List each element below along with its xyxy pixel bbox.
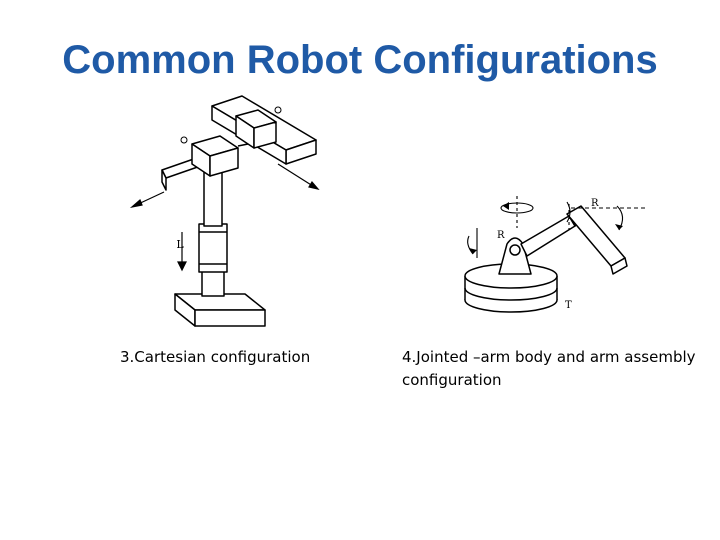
caption-jointed-arm: 4.Jointed –arm body and arm assembly con… bbox=[402, 346, 696, 392]
caption-jointed-arm-line1: 4.Jointed –arm body and arm assembly bbox=[402, 348, 696, 366]
twist-label: T bbox=[565, 300, 572, 311]
jointed-arm-robot-diagram: R R T bbox=[464, 196, 645, 313]
cartesian-robot-diagram: L bbox=[129, 95, 320, 327]
caption-cartesian: 3.Cartesian configuration bbox=[120, 348, 311, 366]
rotary-side-label: R bbox=[497, 230, 505, 241]
caption-jointed-arm-line2: configuration bbox=[402, 371, 502, 389]
slide-title: Common Robot Configurations bbox=[62, 38, 658, 82]
rotary-top-label: R bbox=[591, 198, 599, 209]
length-label: L bbox=[176, 238, 184, 251]
